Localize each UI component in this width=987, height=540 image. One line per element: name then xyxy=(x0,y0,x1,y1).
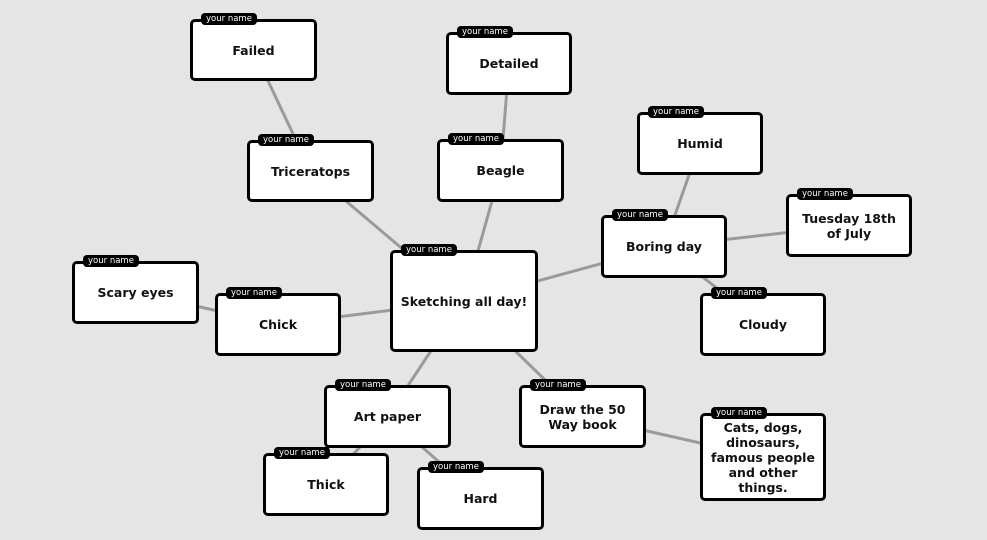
node-label: Cats, dogs, dinosaurs, famous people and… xyxy=(711,419,815,495)
node-tuesday-18th-of-july[interactable]: your name Tuesday 18th of July xyxy=(786,188,912,257)
node-cloudy[interactable]: your name Cloudy xyxy=(700,287,826,356)
node-detailed[interactable]: your name Detailed xyxy=(446,26,572,95)
node-label: Draw the 50 Way book xyxy=(539,401,626,432)
author-tag: your name xyxy=(612,209,668,221)
author-tag: your name xyxy=(648,106,704,118)
author-tag: your name xyxy=(797,188,853,200)
node-failed[interactable]: your name Failed xyxy=(190,13,317,81)
node-label: Sketching all day! xyxy=(400,293,528,309)
node-hard[interactable]: your name Hard xyxy=(417,461,544,530)
node-sketching-all-day[interactable]: your name Sketching all day! xyxy=(390,244,538,352)
node-beagle[interactable]: your name Beagle xyxy=(437,133,564,202)
node-cats-dogs-dinosaurs[interactable]: your name Cats, dogs, dinosaurs, famous … xyxy=(700,407,826,501)
node-label: Humid xyxy=(677,136,723,151)
node-label: Thick xyxy=(307,477,345,492)
author-tag: your name xyxy=(457,26,513,38)
node-chick[interactable]: your name Chick xyxy=(215,287,341,356)
node-label: Triceratops xyxy=(270,163,351,179)
node-label: Art paper xyxy=(353,409,422,424)
node-label: Tuesday 18th of July xyxy=(802,210,896,241)
node-label: Detailed xyxy=(479,56,539,71)
node-draw-the-50-way-book[interactable]: your name Draw the 50 Way book xyxy=(519,379,646,448)
author-tag: your name xyxy=(201,13,257,25)
author-tag: your name xyxy=(401,244,457,256)
author-tag: your name xyxy=(711,287,767,299)
author-tag: your name xyxy=(274,447,330,459)
author-tag: your name xyxy=(448,133,504,145)
author-tag: your name xyxy=(226,287,282,299)
node-art-paper[interactable]: your name Art paper xyxy=(324,379,451,448)
node-triceratops[interactable]: your name Triceratops xyxy=(247,134,374,202)
node-scary-eyes[interactable]: your name Scary eyes xyxy=(72,255,199,324)
node-label: Beagle xyxy=(476,163,525,178)
node-boring-day[interactable]: your name Boring day xyxy=(601,209,727,278)
node-label: Scary eyes xyxy=(97,285,174,300)
node-label: Cloudy xyxy=(738,317,788,332)
node-thick[interactable]: your name Thick xyxy=(263,447,389,516)
author-tag: your name xyxy=(711,407,767,419)
author-tag: your name xyxy=(258,134,314,146)
author-tag: your name xyxy=(428,461,484,473)
node-label: Chick xyxy=(258,317,298,332)
author-tag: your name xyxy=(83,255,139,267)
author-tag: your name xyxy=(530,379,586,391)
node-label: Failed xyxy=(232,42,275,58)
node-label: Boring day xyxy=(626,239,702,254)
node-humid[interactable]: your name Humid xyxy=(637,106,763,175)
node-label: Hard xyxy=(463,491,498,506)
author-tag: your name xyxy=(335,379,391,391)
